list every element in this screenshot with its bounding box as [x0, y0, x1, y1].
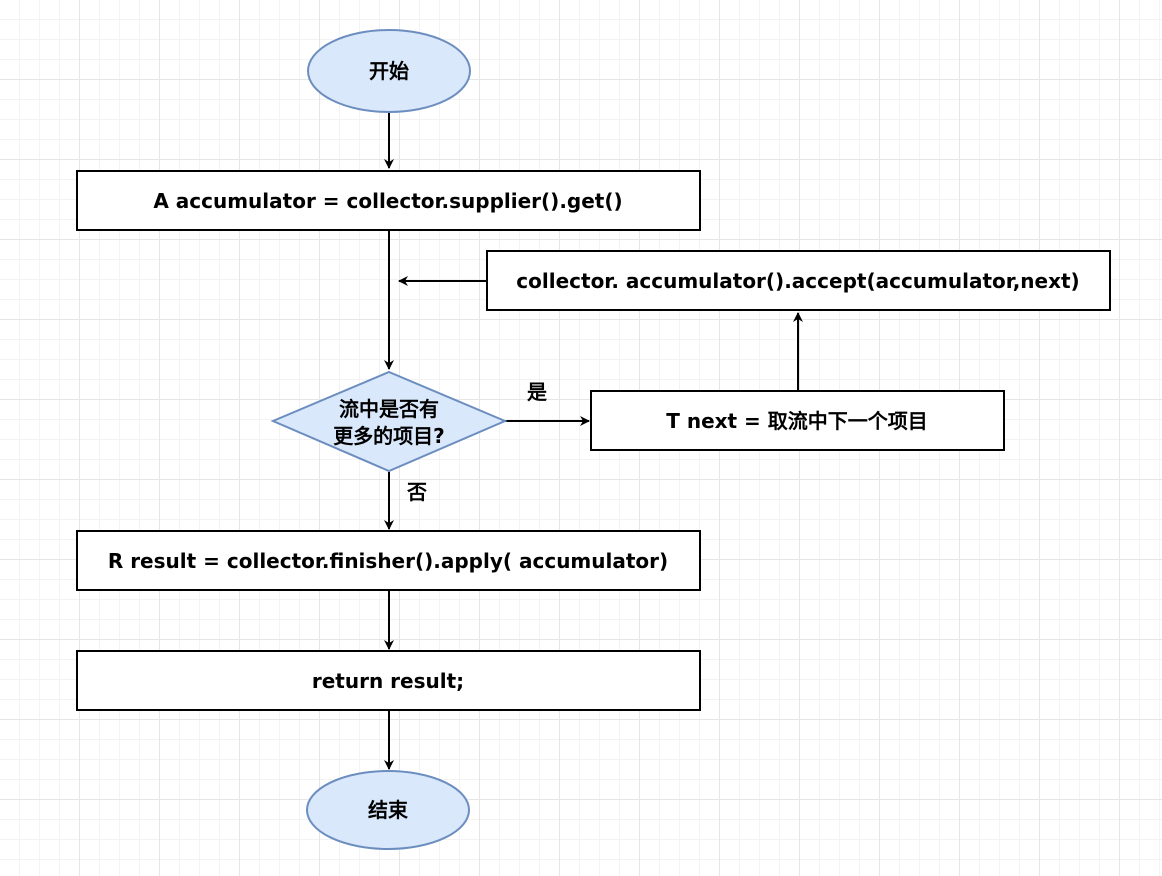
return-label: return result;: [312, 669, 464, 693]
decision-label-line1: 流中是否有: [339, 397, 439, 421]
start-label: 开始: [369, 59, 409, 83]
no-label: 否: [406, 480, 427, 504]
accumulate-label: collector. accumulator().accept(accumula…: [516, 269, 1079, 293]
decision-node: 流中是否有 更多的项目?: [270, 370, 508, 473]
end-node: 结束: [306, 770, 470, 850]
init-label: A accumulator = collector.supplier().get…: [153, 189, 622, 213]
start-node: 开始: [307, 29, 471, 113]
return-node: return result;: [76, 650, 701, 711]
end-label: 结束: [368, 798, 409, 822]
finish-node: R result = collector.finisher().apply( a…: [76, 530, 701, 591]
finish-label: R result = collector.finisher().apply( a…: [108, 549, 668, 573]
accumulate-node: collector. accumulator().accept(accumula…: [486, 250, 1111, 311]
init-node: A accumulator = collector.supplier().get…: [76, 170, 701, 231]
next-node: T next = 取流中下一个项目: [590, 390, 1005, 451]
next-label: T next = 取流中下一个项目: [666, 409, 928, 433]
decision-label-line2: 更多的项目?: [333, 424, 445, 448]
yes-label: 是: [526, 380, 547, 404]
